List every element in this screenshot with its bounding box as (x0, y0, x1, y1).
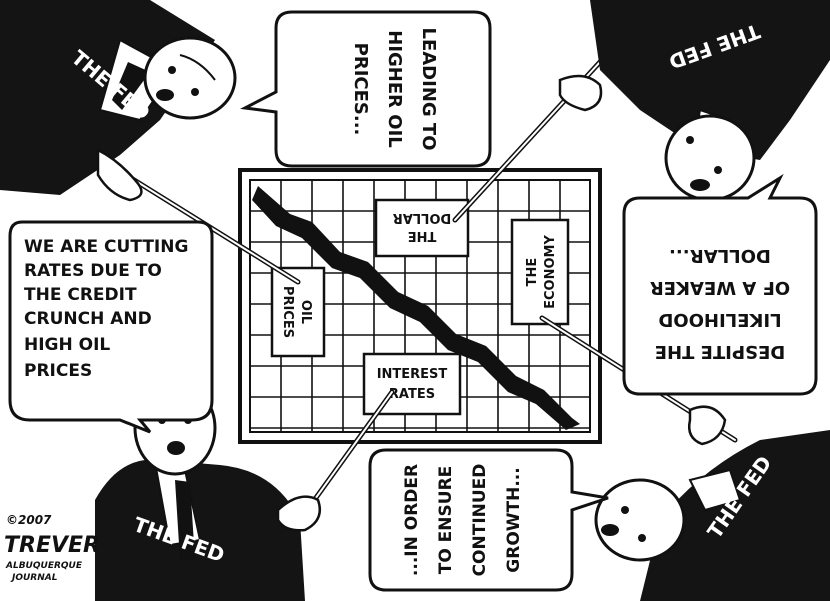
speech-bubble-top-right: DESPITE THE LIKELIHOOD OF A WEAKER DOLLA… (622, 173, 818, 396)
bubble-top-left-line1: LEADING TO (418, 27, 439, 150)
bubble-bottom-left-line6: PRICES (24, 361, 92, 381)
fed-figure-top-left: THE FED (0, 0, 237, 202)
interest-rates-label-line2: RATES (389, 387, 435, 402)
bubble-bottom-left-line1: WE ARE CUTTING (24, 237, 188, 257)
bubble-top-right-line4: DOLLAR... (669, 245, 771, 266)
fed-figure-bottom-right: THE FED (594, 405, 830, 601)
bubble-top-right-line3: OF A WEAKER (650, 277, 790, 298)
interest-rates-label-line1: INTEREST (377, 367, 448, 382)
fed-figure-bottom-left: THE FED (95, 380, 322, 601)
bubble-bottom-left-line5: HIGH OIL (24, 335, 110, 355)
fed-head-top-left (143, 36, 237, 120)
bubble-bottom-left-line4: CRUNCH AND (24, 309, 152, 329)
chart-inner-frame (249, 179, 591, 433)
speech-bubble-bottom-left: WE ARE CUTTING RATES DUE TO THE CREDIT C… (8, 220, 214, 434)
the-economy-label: THE ECONOMY (510, 218, 570, 326)
central-chart: OIL PRICES THE DOLLAR THE ECONOMY INTERE… (238, 168, 602, 444)
bubble-bottom-right-line2: TO ENSURE (436, 466, 456, 575)
signature-paper-line1: ALBUQUERQUE (5, 561, 83, 571)
oil-prices-label-line2: PRICES (280, 286, 295, 338)
fed-figure-top-right: THE FED (558, 0, 830, 202)
the-dollar-label-line1: THE (408, 228, 437, 243)
oil-prices-label: OIL PRICES (270, 266, 326, 358)
signature-artist: TREVER (4, 533, 100, 558)
bubble-top-left-line3: PRICES... (350, 43, 371, 136)
the-dollar-label-line2: DOLLAR (393, 210, 451, 225)
bubble-top-right-line2: LIKELIHOOD (658, 309, 781, 330)
fed-head-bottom-right (594, 478, 686, 562)
declining-trend-line (252, 186, 580, 430)
signature-copyright: ©2007 (6, 513, 52, 527)
artist-signature: ©2007 TREVER ALBUQUERQUE JOURNAL (4, 513, 100, 583)
bubble-bottom-right-line1: ...IN ORDER (402, 464, 422, 576)
speech-bubble-bottom-right: ...IN ORDER TO ENSURE CONTINUED GROWTH..… (368, 448, 609, 592)
bubble-bottom-left-line2: RATES DUE TO (24, 261, 162, 281)
interest-rates-label: INTEREST RATES (362, 352, 462, 416)
the-economy-label-line1: THE (525, 258, 540, 287)
fed-head-top-right (664, 114, 756, 202)
the-dollar-label: THE DOLLAR (374, 198, 470, 258)
speech-bubble-top-left: LEADING TO HIGHER OIL PRICES... (240, 10, 492, 168)
bubble-top-left-line2: HIGHER OIL (384, 30, 405, 148)
bubble-bottom-right-line3: CONTINUED (470, 464, 490, 577)
signature-paper-line2: JOURNAL (10, 573, 58, 583)
bubble-bottom-left-line3: THE CREDIT (24, 285, 137, 305)
bubble-bottom-right-line4: GROWTH... (504, 467, 524, 572)
the-economy-label-line2: ECONOMY (543, 235, 558, 309)
oil-prices-label-line1: OIL (298, 300, 313, 324)
bubble-top-right-line1: DESPITE THE (655, 341, 786, 362)
